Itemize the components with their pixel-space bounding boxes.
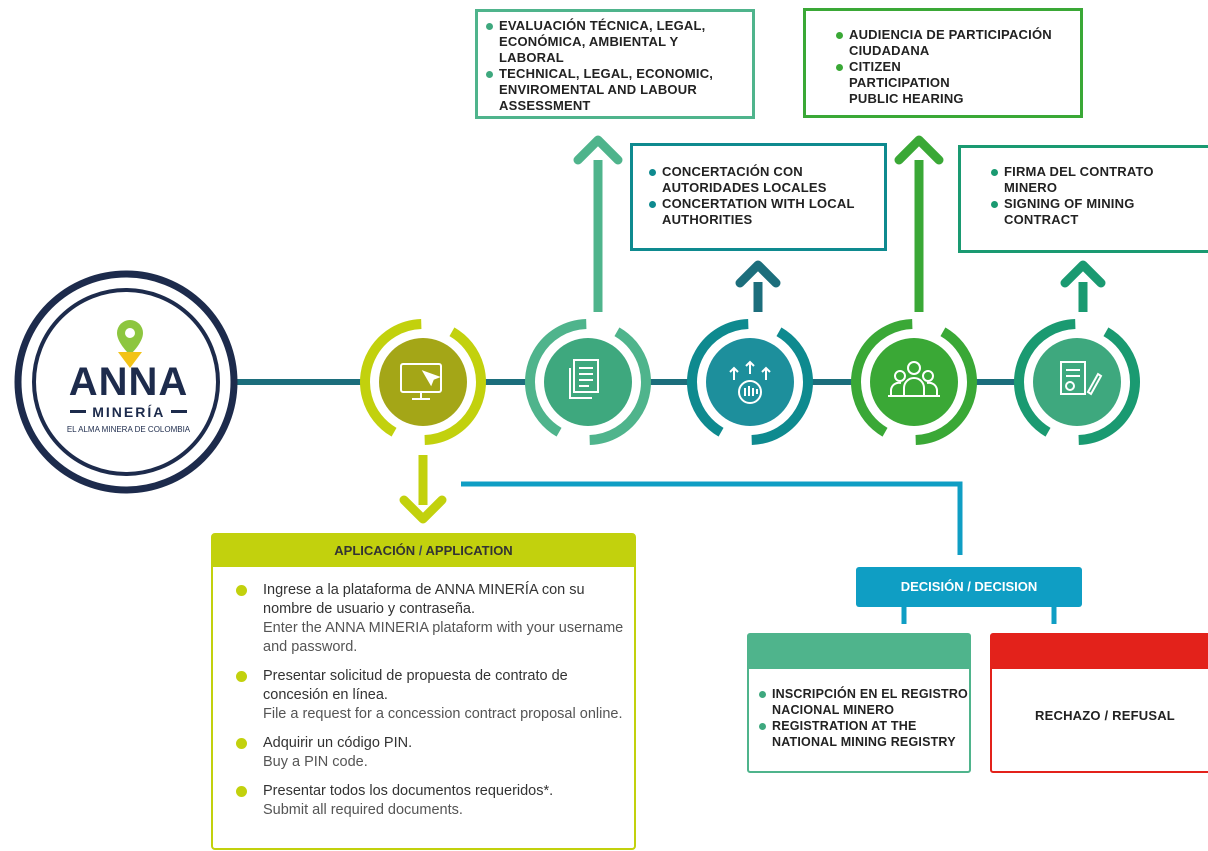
registration-header [749, 635, 969, 669]
list-item: Adquirir un código PIN. Buy a PIN code. [236, 734, 634, 772]
application-title-sep: / [415, 543, 426, 558]
registration-es: INSCRIPCIÓN EN EL REGISTRO NACIONAL MINE… [759, 686, 969, 718]
refusal-box: RECHAZO / REFUSAL [990, 633, 1208, 773]
decision-banner: DECISIÓN / DECISION [856, 567, 1082, 607]
item-es: Adquirir un código PIN. [263, 735, 413, 751]
item-en: File a request for a concession contract… [263, 706, 623, 722]
logo-subtitle-text: MINERÍA [92, 404, 165, 420]
computer-click-icon [400, 363, 442, 400]
list-item: Ingrese a la plataforma de ANNA MINERÍA … [236, 581, 634, 657]
people-group-icon [888, 361, 940, 397]
concertation-es: CONCERTACIÓN CON AUTORIDADES LOCALES [649, 164, 832, 196]
anna-logo [14, 270, 238, 494]
signed-contract-icon [1060, 361, 1103, 396]
application-title-es: APLICACIÓN [334, 543, 416, 558]
logo-tagline: EL ALMA MINERA DE COLOMBIA [66, 425, 191, 434]
raised-fist-arrows-icon [729, 360, 771, 404]
list-item: Presentar solicitud de propuesta de cont… [236, 667, 634, 724]
item-es: Ingrese a la plataforma de ANNA MINERÍA … [263, 582, 585, 617]
step-application [360, 319, 486, 445]
signing-box: FIRMA DEL CONTRATO MINERO SIGNING OF MIN… [958, 145, 1208, 253]
refusal-header [992, 635, 1208, 669]
item-en: Buy a PIN code. [263, 754, 368, 770]
arrow-to-hearing [894, 135, 944, 312]
assessment-box: EVALUACIÓN TÉCNICA, LEGAL, ECONÓMICA, AM… [475, 9, 755, 119]
step-concertation [687, 319, 813, 445]
item-es: Presentar solicitud de propuesta de cont… [263, 668, 568, 703]
concertation-box: CONCERTACIÓN CON AUTORIDADES LOCALES CON… [630, 143, 887, 251]
arrow-to-application [399, 455, 447, 524]
item-en: Enter the ANNA MINERIA plataform with yo… [263, 620, 624, 655]
application-title-en: APPLICATION [425, 543, 513, 558]
registration-box: INSCRIPCIÓN EN EL REGISTRO NACIONAL MINE… [747, 633, 971, 773]
assessment-es: EVALUACIÓN TÉCNICA, LEGAL, ECONÓMICA, AM… [486, 18, 744, 66]
signing-en: SIGNING OF MINING CONTRACT [991, 196, 1154, 228]
arrow-to-signing [1060, 260, 1106, 312]
step-public-hearing [851, 319, 977, 445]
application-box: APLICACIÓN / APPLICATION Ingrese a la pl… [211, 533, 636, 850]
item-es: Presentar todos los documentos requerido… [263, 783, 554, 799]
documents-icon [569, 359, 599, 399]
hearing-es: AUDIENCIA DE PARTICIPACIÓN CIUDADANA [836, 27, 1072, 59]
logo-subtitle: MINERÍA [56, 404, 201, 420]
refusal-label: RECHAZO / REFUSAL [1035, 708, 1175, 723]
arrow-to-assessment [573, 135, 623, 312]
decision-path-line [461, 481, 963, 555]
hearing-box: AUDIENCIA DE PARTICIPACIÓN CIUDADANA CIT… [803, 8, 1083, 118]
step-signing [1014, 319, 1140, 446]
application-steps-list: Ingrese a la plataforma de ANNA MINERÍA … [213, 581, 634, 820]
signing-es: FIRMA DEL CONTRATO MINERO [991, 164, 1154, 196]
hearing-en: CITIZEN PARTICIPATION PUBLIC HEARING [836, 59, 999, 107]
application-header: APLICACIÓN / APPLICATION [213, 535, 634, 567]
step-technical-assessment [525, 319, 651, 445]
logo-brand: ANNA [68, 360, 189, 404]
list-item: Presentar todos los documentos requerido… [236, 782, 634, 820]
arrow-to-concertation [735, 260, 781, 312]
assessment-en: TECHNICAL, LEGAL, ECONOMIC, ENVIROMENTAL… [486, 66, 744, 114]
item-en: Submit all required documents. [263, 802, 463, 818]
registration-en: REGISTRATION AT THE NATIONAL MINING REGI… [759, 718, 969, 750]
concertation-en: CONCERTATION WITH LOCAL AUTHORITIES [649, 196, 876, 228]
